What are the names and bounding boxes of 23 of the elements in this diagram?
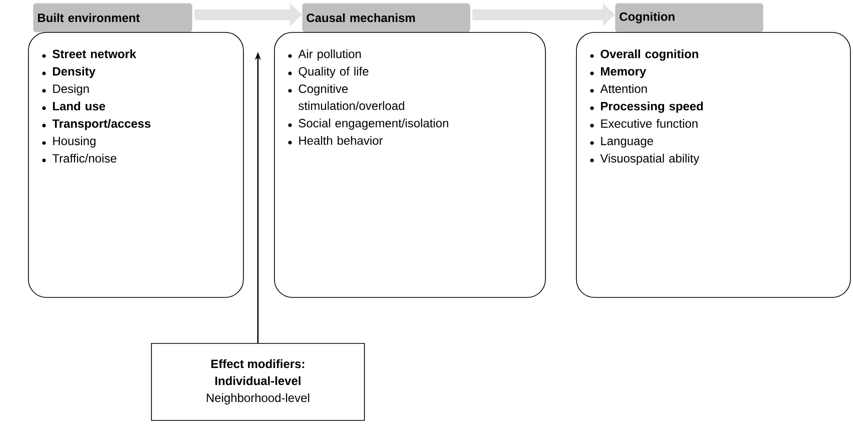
list-item: Social engagement/isolation — [298, 118, 448, 130]
list-item: Overall cognition — [600, 49, 698, 61]
heading-tab: Built environment — [33, 3, 192, 32]
list-item: Language — [601, 136, 654, 148]
modifier-box: Effect modifiers: Individual-level Neighborhood-level — [151, 342, 365, 421]
list-item: Attention — [600, 84, 647, 93]
list-item: Land use — [53, 102, 106, 110]
list-item: Transport/access — [52, 119, 150, 130]
list-item: Visuospatial ability — [600, 154, 700, 165]
list-item: Executive function — [601, 119, 698, 128]
list-item: Health behavior — [299, 136, 383, 145]
list-item: Street network — [52, 49, 136, 58]
heading-tab: Causal mechanism — [302, 3, 470, 32]
list-item: Traffic/noise — [52, 154, 116, 163]
list-item: Cognitive stimulation/overload — [298, 84, 404, 110]
list-item: Design — [53, 84, 89, 96]
list-item: Density — [53, 66, 96, 78]
list-item: Air pollution — [298, 49, 361, 61]
list-item: Processing speed — [601, 102, 703, 113]
heading-tab: Cognition — [615, 3, 764, 32]
list-item: Quality of life — [298, 66, 368, 78]
list-item: Memory — [601, 67, 646, 78]
list-item: Housing — [53, 136, 96, 148]
